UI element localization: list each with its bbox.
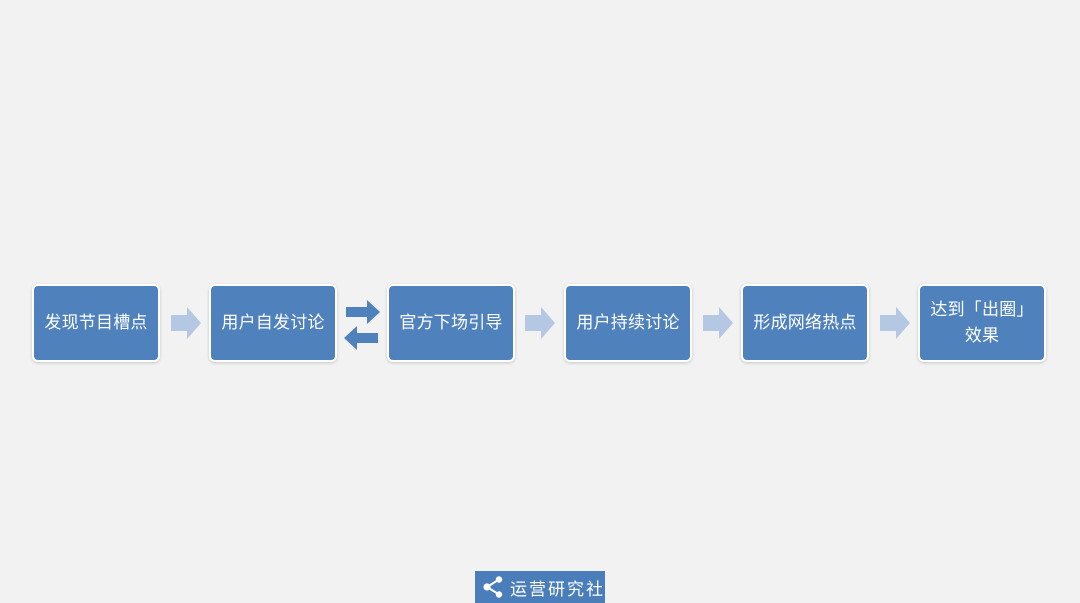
bidirectional-arrows-icon (344, 300, 380, 350)
node-label: 用户持续讨论 (576, 313, 680, 333)
node-user-discuss: 用户自发讨论 (209, 284, 337, 362)
arrow-right-icon (880, 307, 910, 339)
share-icon (483, 576, 503, 598)
node-label: 达到「出圈」 效果 (930, 300, 1034, 346)
node-label: 发现节目槽点 (44, 313, 148, 333)
node-label: 用户自发讨论 (221, 313, 325, 333)
node-discover: 发现节目槽点 (32, 284, 160, 362)
arrow-left-icon (344, 326, 378, 350)
arrow-right-icon (703, 307, 733, 339)
node-user-continue: 用户持续讨论 (564, 284, 692, 362)
node-label: 形成网络热点 (753, 313, 857, 333)
arrow-right-icon (171, 307, 201, 339)
node-breakout: 达到「出圈」 效果 (918, 284, 1046, 362)
watermark: 运营研究社 (475, 571, 605, 603)
arrow-right-icon (346, 300, 380, 324)
node-hotspot: 形成网络热点 (741, 284, 869, 362)
node-official-guide: 官方下场引导 (387, 284, 515, 362)
arrow-right-icon (525, 307, 555, 339)
node-label: 官方下场引导 (399, 313, 503, 333)
watermark-text: 运营研究社 (510, 579, 605, 600)
